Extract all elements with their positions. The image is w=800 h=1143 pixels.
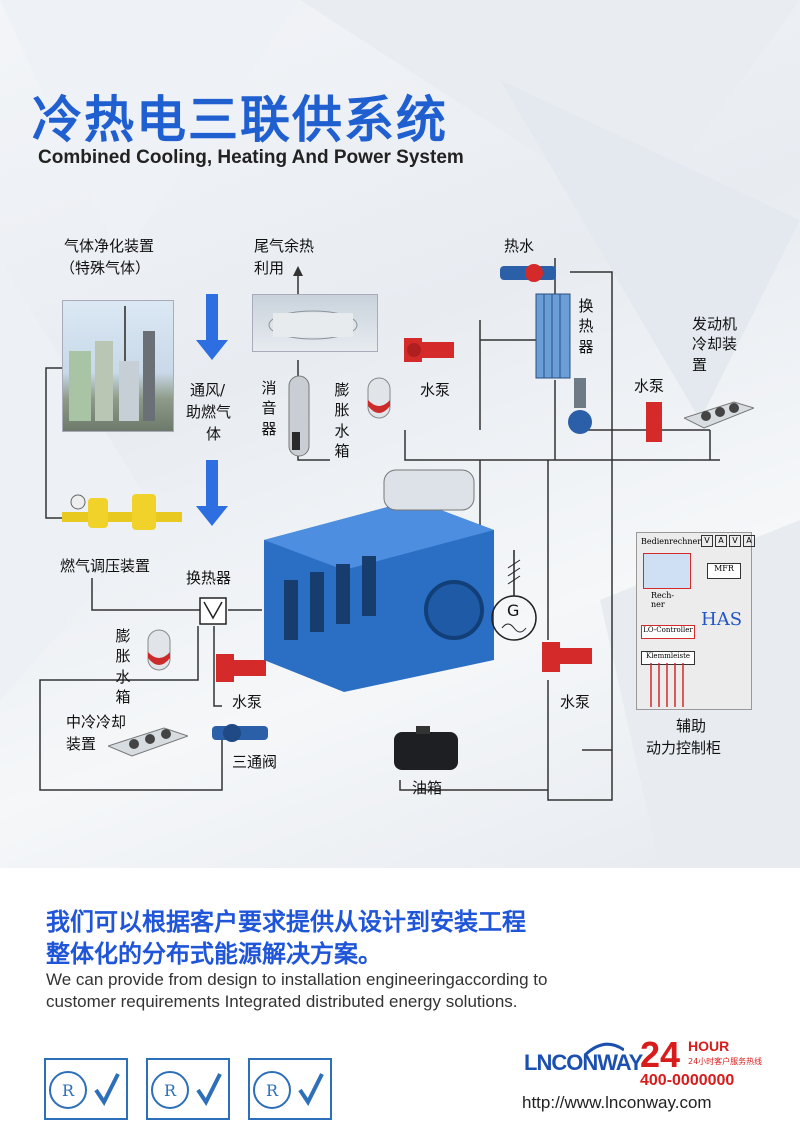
slogan-en-line-2: customer requirements Integrated distrib… xyxy=(46,992,518,1011)
top-horizontal-pipe xyxy=(404,430,720,461)
exhaust-use-label: 利用 xyxy=(254,259,285,277)
special-gas-label: （特殊气体） xyxy=(60,259,151,277)
gas-line-hx xyxy=(91,578,200,611)
valve-top-icon xyxy=(500,264,556,282)
slogan-en-line-1: We can provide from design to installati… xyxy=(46,970,548,989)
intercooler-label-1: 中冷冷却 xyxy=(66,713,127,731)
engine-cooler-label: 发动机冷却装置 xyxy=(692,315,738,374)
expansion-tank-top-label: 膨胀水箱 xyxy=(334,381,350,460)
hx-down-line xyxy=(213,626,222,707)
ventilation-arrows xyxy=(196,294,228,526)
ventilation-label-1: 通风/ xyxy=(190,381,226,399)
has-label: HAS xyxy=(701,609,743,630)
expansion-tank-left-label: 膨胀水箱 xyxy=(115,627,131,706)
brand-logo: LNCONWAY xyxy=(524,1050,643,1075)
fuel-line xyxy=(399,780,548,791)
aux-cabinet-label-1: 辅助 xyxy=(676,717,707,735)
certification-icon: R xyxy=(253,1071,324,1109)
intercooler-label-2: 装置 xyxy=(66,735,97,753)
hot-water-return xyxy=(570,271,613,751)
heat-exchanger-right-label: 换热器 xyxy=(578,297,594,356)
certification-badge-3: R xyxy=(248,1058,332,1120)
pump-left-label: 水泵 xyxy=(232,693,263,711)
bedienrechner-label: Bedienrechner xyxy=(641,537,702,546)
svg-text:R: R xyxy=(164,1081,177,1100)
certification-badge-1: R xyxy=(44,1058,128,1120)
expansion-tank-top-icon xyxy=(367,377,391,419)
three-way-valve-label: 三通阀 xyxy=(232,753,278,771)
certification-badge-2: R xyxy=(146,1058,230,1120)
gas-purifier-image xyxy=(62,300,174,432)
klemmleiste-box: Klemmleiste xyxy=(641,651,695,665)
pump-bottom-right-icon xyxy=(542,642,592,672)
fuel-tank-label: 油箱 xyxy=(412,779,443,797)
meter-a2: A xyxy=(743,535,755,547)
meter-row: V A V A xyxy=(701,535,755,547)
expansion-tank-left-icon xyxy=(147,629,171,671)
lo-controller-box: LO-Controller xyxy=(641,625,695,639)
exhaust-tank xyxy=(268,310,358,340)
cabinet-wires xyxy=(650,663,684,707)
silencer-label: 消音器 xyxy=(261,379,277,438)
heat-exchanger-left-label: 换热器 xyxy=(186,569,232,587)
website-url[interactable]: http://www.lnconway.com xyxy=(522,1093,712,1112)
plate-heat-exchanger-icon xyxy=(535,293,571,379)
hours-sub: 24小时客户服务热线 xyxy=(688,1057,763,1066)
ventilation-label-3: 体 xyxy=(206,425,222,443)
heat-exchanger-left-icon xyxy=(199,597,227,625)
page-subtitle: Combined Cooling, Heating And Power Syst… xyxy=(38,147,464,168)
slogan-cn-line-2: 整体化的分布式能源解决方案。 xyxy=(46,940,382,968)
gas-regulator-label: 燃气调压装置 xyxy=(60,557,151,575)
pump-bottom-right-label: 水泵 xyxy=(560,693,591,711)
certification-icon: R xyxy=(49,1071,120,1109)
background-polygons xyxy=(0,0,800,868)
diagram-background xyxy=(0,0,800,868)
gas-pipe-left xyxy=(45,367,62,519)
exhaust-heat-image xyxy=(252,294,378,352)
ventilation-label-2: 助燃气 xyxy=(186,403,232,421)
intercooler-icon xyxy=(108,727,188,757)
footer-area xyxy=(0,868,800,1143)
pump-right-label: 水泵 xyxy=(634,377,665,395)
hotline-number: 400-0000000 xyxy=(640,1072,735,1089)
generator-symbol-icon xyxy=(491,550,537,641)
service-hours: 24 HOUR 24小时客户服务热线 xyxy=(640,1034,762,1076)
hot-water-label: 热水 xyxy=(504,237,535,255)
meter-v1: V xyxy=(701,535,713,547)
aux-cabinet-label-2: 动力控制柜 xyxy=(646,739,722,757)
three-way-valve-right-icon xyxy=(568,378,592,434)
intercooler-loop xyxy=(39,626,223,791)
meter-a1: A xyxy=(715,535,727,547)
generator-label: G xyxy=(507,601,520,620)
pump-right-icon xyxy=(646,402,662,442)
pump-left-icon xyxy=(216,654,266,682)
mfr-box: MFR xyxy=(707,563,741,579)
exhaust-heat-label: 尾气余热 xyxy=(254,237,315,255)
slogan-cn-line-1: 我们可以根据客户要求提供从设计到安装工程 xyxy=(46,908,526,936)
silencer-icon xyxy=(288,375,310,457)
engine-cooler-icon xyxy=(684,401,754,429)
meter-v2: V xyxy=(729,535,741,547)
aux-control-cabinet: Bedienrechner V A V A MFR Rech-ner LO-Co… xyxy=(636,532,755,710)
certification-icon: R xyxy=(151,1071,222,1109)
pump-top-icon xyxy=(404,338,454,362)
computer-screen xyxy=(643,553,691,589)
fuel-tank-icon xyxy=(394,726,458,770)
pump-top-label: 水泵 xyxy=(420,381,451,399)
gas-purifier-label: 气体净化装置 xyxy=(64,237,155,255)
svg-text:R: R xyxy=(266,1081,279,1100)
hours-word: HOUR xyxy=(688,1038,730,1054)
bottom-right-loop xyxy=(547,680,613,801)
hours-number: 24 xyxy=(640,1034,681,1075)
purifier-tanks xyxy=(69,306,155,421)
three-way-valve-left-icon xyxy=(212,724,268,742)
exhaust-arrow-head xyxy=(293,266,303,276)
engine-generator-image xyxy=(264,469,494,692)
gas-regulator-icon xyxy=(62,494,182,530)
brand-swoosh-icon xyxy=(584,1042,624,1058)
rechner-label: Rech-ner xyxy=(651,591,675,609)
page-title: 冷热电三联供系统 xyxy=(32,91,448,149)
svg-text:R: R xyxy=(62,1081,75,1100)
